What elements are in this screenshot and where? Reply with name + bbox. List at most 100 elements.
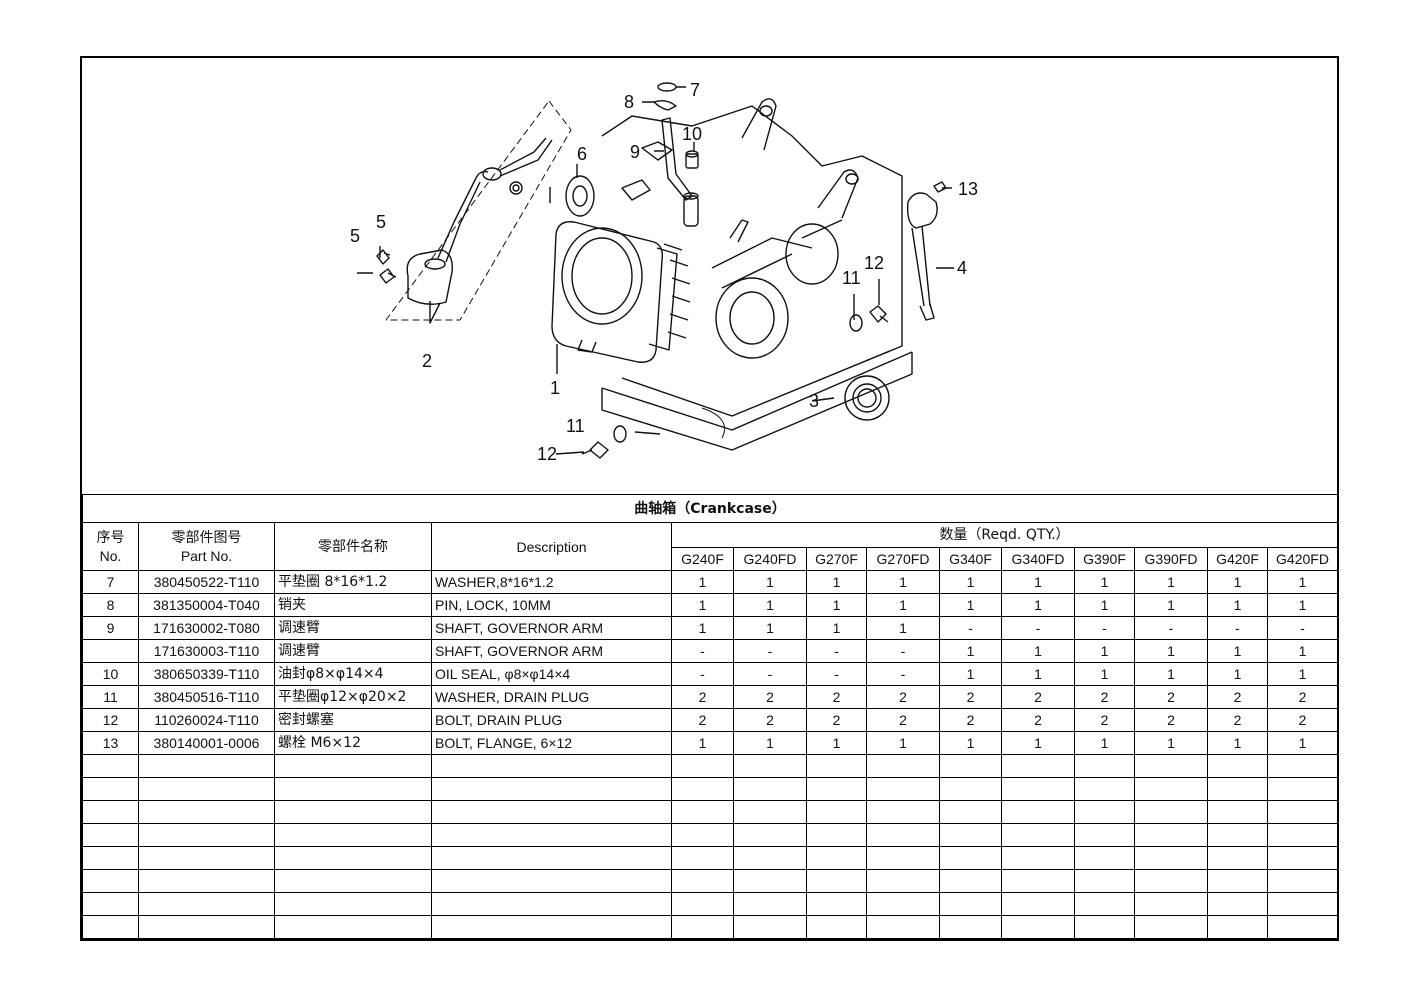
empty-cell — [82, 915, 139, 939]
cell-qty: - — [1074, 616, 1135, 640]
cell-description: PIN, LOCK, 10MM — [431, 593, 672, 617]
cell-qty: - — [866, 639, 940, 663]
cell-name-cn: 螺栓 M6×12 — [274, 731, 432, 755]
empty-cell — [274, 754, 432, 778]
cell-qty: 2 — [866, 685, 940, 709]
empty-cell — [866, 823, 940, 847]
callout-10: 10 — [682, 124, 702, 144]
empty-cell — [806, 846, 867, 870]
empty-cell — [431, 777, 672, 801]
cell-qty: - — [939, 616, 1002, 640]
header-partno-cn: 零部件图号 — [171, 529, 242, 546]
cell-qty: 1 — [1134, 593, 1208, 617]
callout-9: 9 — [630, 142, 640, 162]
empty-cell — [1134, 754, 1208, 778]
empty-cell — [1207, 869, 1268, 893]
empty-cell — [1207, 915, 1268, 939]
empty-cell — [1001, 892, 1075, 916]
cell-name-cn: 调速臂 — [274, 639, 432, 663]
header-name-cn: 零部件名称 — [274, 522, 432, 571]
empty-cell — [1074, 892, 1135, 916]
cell-qty: 1 — [1207, 731, 1268, 755]
empty-cell — [806, 915, 867, 939]
empty-cell — [733, 823, 807, 847]
cell-qty: 1 — [1207, 662, 1268, 686]
cell-qty: 2 — [671, 708, 734, 732]
cell-qty: 1 — [733, 570, 807, 594]
cell-description: SHAFT, GOVERNOR ARM — [431, 639, 672, 663]
empty-cell — [866, 846, 940, 870]
empty-cell — [431, 846, 672, 870]
empty-cell — [1074, 846, 1135, 870]
model-header-cell: G270FD — [866, 547, 940, 571]
empty-cell — [806, 754, 867, 778]
empty-cell — [806, 777, 867, 801]
cell-description: BOLT, FLANGE, 6×12 — [431, 731, 672, 755]
cell-qty: 2 — [1074, 708, 1135, 732]
parts-sheet: 1 2 3 4 5 5 6 7 8 9 10 11 11 12 12 13 — [80, 56, 1339, 941]
empty-cell — [1074, 800, 1135, 824]
cell-description: WASHER,8*16*1.2 — [431, 570, 672, 594]
empty-cell — [138, 823, 275, 847]
cell-qty: 2 — [806, 685, 867, 709]
cell-qty: 1 — [866, 616, 940, 640]
cell-qty: 1 — [939, 731, 1002, 755]
model-header-cell: G390FD — [1134, 547, 1208, 571]
cell-qty: 1 — [1266, 639, 1339, 663]
empty-cell — [431, 800, 672, 824]
empty-cell — [274, 800, 432, 824]
empty-cell — [806, 823, 867, 847]
cell-qty: 2 — [1266, 708, 1339, 732]
callout-7: 7 — [690, 80, 700, 100]
cell-qty: 1 — [671, 616, 734, 640]
header-qty: 数量（Reqd. QTY.） — [670, 522, 1339, 548]
empty-cell — [733, 754, 807, 778]
empty-cell — [1074, 777, 1135, 801]
empty-cell — [733, 892, 807, 916]
model-header-cell: G420FD — [1266, 547, 1339, 571]
cell-qty: 2 — [1207, 685, 1268, 709]
cell-qty: 1 — [1266, 570, 1339, 594]
cell-qty: - — [1001, 616, 1075, 640]
empty-cell — [138, 754, 275, 778]
empty-cell — [138, 892, 275, 916]
empty-cell — [1266, 800, 1339, 824]
empty-cell — [806, 892, 867, 916]
empty-cell — [866, 915, 940, 939]
callout-11-bottom: 11 — [566, 416, 585, 436]
model-header-cell: G340F — [939, 547, 1002, 571]
cell-qty: 1 — [1266, 593, 1339, 617]
cell-qty: 1 — [1074, 639, 1135, 663]
cell-qty: 1 — [806, 593, 867, 617]
header-partno-en: Part No. — [180, 547, 233, 564]
empty-cell — [733, 846, 807, 870]
model-header-cell: G420F — [1207, 547, 1268, 571]
empty-cell — [939, 846, 1002, 870]
empty-cell — [733, 777, 807, 801]
empty-cell — [671, 915, 734, 939]
cell-qty: 1 — [1001, 662, 1075, 686]
cell-qty: 1 — [733, 731, 807, 755]
cell-qty: 1 — [866, 731, 940, 755]
empty-cell — [82, 800, 139, 824]
empty-cell — [1134, 915, 1208, 939]
callout-8: 8 — [624, 92, 634, 112]
cell-qty: 1 — [1001, 593, 1075, 617]
empty-table-row — [82, 869, 1339, 893]
cell-qty: 2 — [1266, 685, 1339, 709]
empty-cell — [1074, 754, 1135, 778]
empty-table-row — [82, 846, 1339, 870]
cell-no: 11 — [82, 685, 139, 709]
empty-cell — [671, 892, 734, 916]
cell-qty: 1 — [939, 639, 1002, 663]
model-header-cell: G390F — [1074, 547, 1135, 571]
cell-part-no: 110260024-T110 — [138, 708, 275, 732]
empty-cell — [1134, 823, 1208, 847]
empty-cell — [1134, 777, 1208, 801]
cell-no: 12 — [82, 708, 139, 732]
empty-cell — [1134, 869, 1208, 893]
